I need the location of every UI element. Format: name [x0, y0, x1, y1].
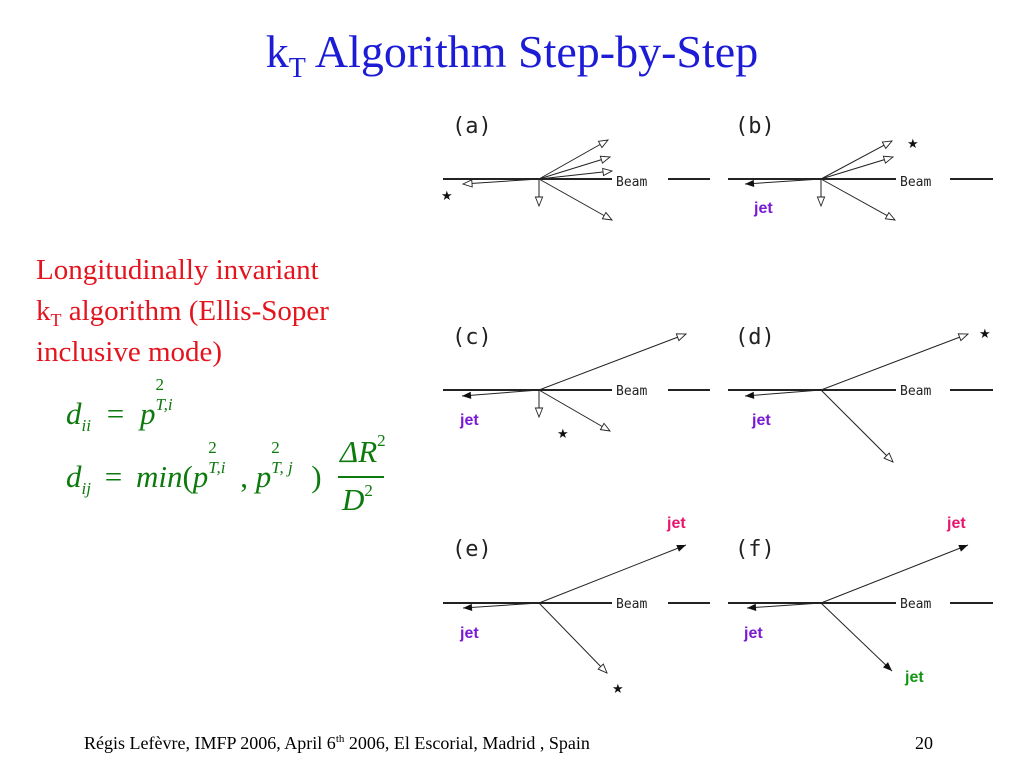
- slide-title: kT Algorithm Step-by-Step: [265, 26, 759, 84]
- beam-label-f: Beam: [900, 597, 931, 612]
- panel-label-b: (b): [735, 114, 775, 139]
- panel-f: [728, 544, 993, 672]
- page-number: 20: [915, 733, 933, 753]
- beam-label-b: Beam: [900, 175, 931, 190]
- panel-label-a: (a): [452, 114, 492, 139]
- jet-label: jet: [753, 200, 773, 217]
- star-icon: ★: [557, 427, 569, 442]
- star-icon: ★: [979, 327, 991, 342]
- panel-d: [728, 334, 993, 462]
- beam-label-a: Beam: [616, 175, 647, 190]
- description-line-2: kT algorithm (Ellis-Soper: [36, 295, 329, 330]
- star-icon: ★: [907, 137, 919, 152]
- panel-label-f: (f): [735, 537, 775, 562]
- fraction-numerator: ΔR2: [340, 431, 386, 469]
- footer-citation: Régis Lefèvre, IMFP 2006, April 6th 2006…: [84, 733, 590, 753]
- jet-label: jet: [743, 625, 763, 642]
- fraction-bar: [338, 476, 384, 478]
- panel-b: [728, 141, 993, 220]
- star-icon: ★: [441, 189, 453, 204]
- fraction-denominator: D2: [342, 481, 373, 517]
- panel-label-c: (c): [452, 325, 492, 350]
- jet-label: jet: [751, 412, 771, 429]
- jet-label: jet: [904, 669, 924, 686]
- panel-c: [443, 334, 710, 431]
- jet-label: jet: [666, 515, 686, 532]
- description-line-1: Longitudinally invariant: [36, 254, 319, 286]
- star-icon: ★: [612, 682, 624, 697]
- jet-label: jet: [946, 515, 966, 532]
- jet-label: jet: [459, 625, 479, 642]
- algorithm-description: Longitudinally invariant kT algorithm (E…: [36, 250, 416, 373]
- panel-e: [443, 544, 710, 673]
- description-line-3: inclusive mode): [36, 336, 223, 368]
- beam-label-d: Beam: [900, 384, 931, 399]
- panel-a: [443, 140, 710, 220]
- beam-label-e: Beam: [616, 597, 647, 612]
- beam-label-c: Beam: [616, 384, 647, 399]
- panel-label-d: (d): [735, 325, 775, 350]
- panel-label-e: (e): [452, 537, 492, 562]
- jet-label: jet: [459, 412, 479, 429]
